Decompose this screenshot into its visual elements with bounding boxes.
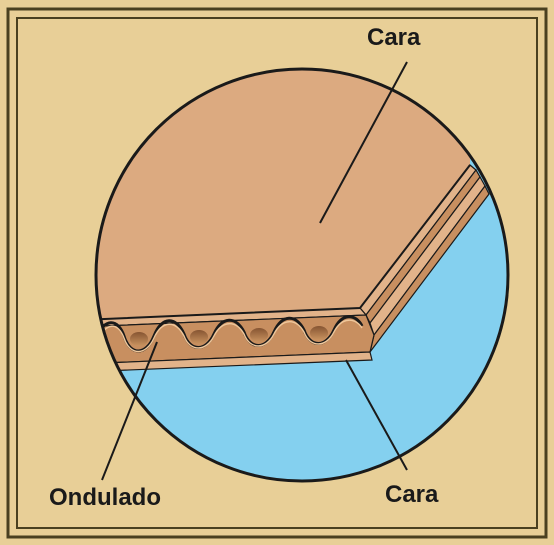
leader-line-bottom-face <box>345 359 408 471</box>
flute-pocket <box>310 326 328 340</box>
flute-pocket <box>190 330 208 344</box>
leader-line-flute <box>101 341 158 481</box>
top-face-outline <box>96 164 471 321</box>
label-flute: Ondulado <box>49 484 161 511</box>
label-bottom-face: Cara <box>385 481 439 508</box>
flute-wave-highlight <box>97 319 363 353</box>
flute-pocket <box>250 328 268 342</box>
leader-line-top-face <box>319 61 408 224</box>
view-circle-outline <box>94 67 510 483</box>
front-bottom-liner <box>96 351 373 373</box>
flute-pocket <box>130 332 148 346</box>
inner-frame <box>16 17 538 529</box>
label-top-face: Cara <box>367 24 421 51</box>
outer-frame <box>6 7 548 539</box>
